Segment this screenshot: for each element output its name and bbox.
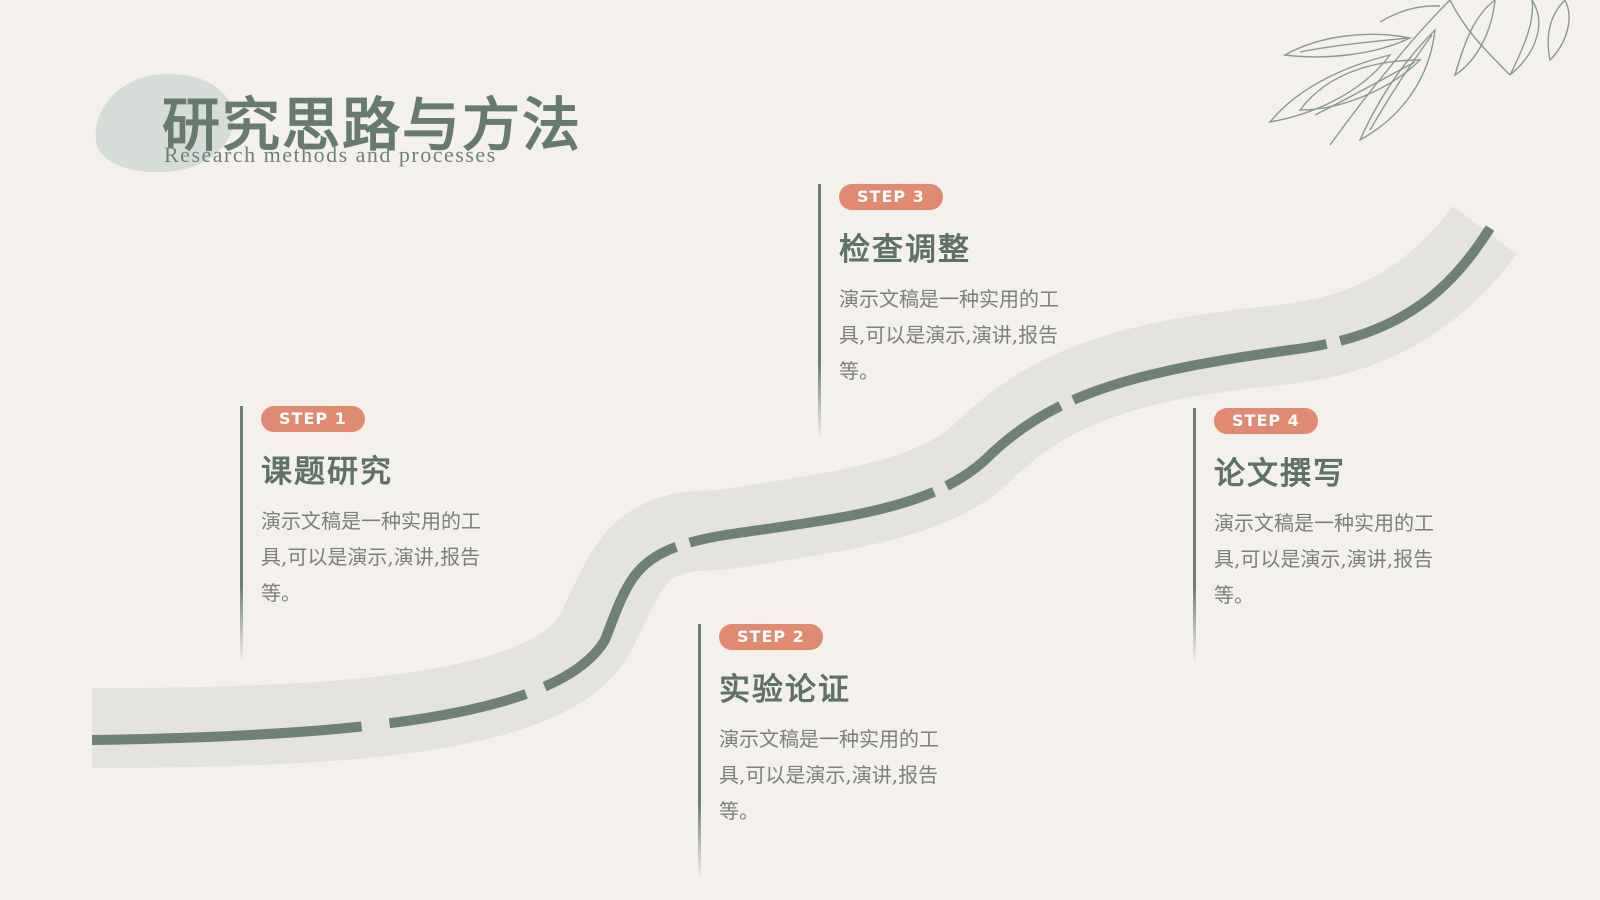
step-1: STEP 1 课题研究 演示文稿是一种实用的工具,可以是演示,演讲,报告等。 — [240, 406, 491, 662]
step-badge: STEP 4 — [1214, 408, 1318, 434]
page-subtitle: Research methods and processes — [164, 142, 497, 167]
road-center-line — [91, 225, 1495, 745]
leaf-branch-icon — [1268, 0, 1570, 146]
step-title: 检查调整 — [839, 232, 971, 268]
step-title: 论文撰写 — [1214, 456, 1346, 492]
step-badge: STEP 1 — [261, 406, 365, 432]
step-3: STEP 3 检查调整 演示文稿是一种实用的工具,可以是演示,演讲,报告等。 — [818, 184, 1069, 440]
step-title: 课题研究 — [261, 454, 393, 490]
step-4: STEP 4 论文撰写 演示文稿是一种实用的工具,可以是演示,演讲,报告等。 — [1193, 408, 1444, 664]
step-description: 演示文稿是一种实用的工具,可以是演示,演讲,报告等。 — [261, 509, 481, 605]
step-2: STEP 2 实验论证 演示文稿是一种实用的工具,可以是演示,演讲,报告等。 — [698, 624, 949, 880]
step-badge: STEP 3 — [839, 184, 943, 210]
page-title: 研究思路与方法 — [162, 91, 583, 159]
step-description: 演示文稿是一种实用的工具,可以是演示,演讲,报告等。 — [1214, 511, 1434, 607]
step-description: 演示文稿是一种实用的工具,可以是演示,演讲,报告等。 — [719, 727, 939, 823]
step-title: 实验论证 — [719, 672, 851, 708]
road-band — [91, 205, 1517, 768]
step-description: 演示文稿是一种实用的工具,可以是演示,演讲,报告等。 — [839, 287, 1059, 383]
step-badge: STEP 2 — [719, 624, 823, 650]
